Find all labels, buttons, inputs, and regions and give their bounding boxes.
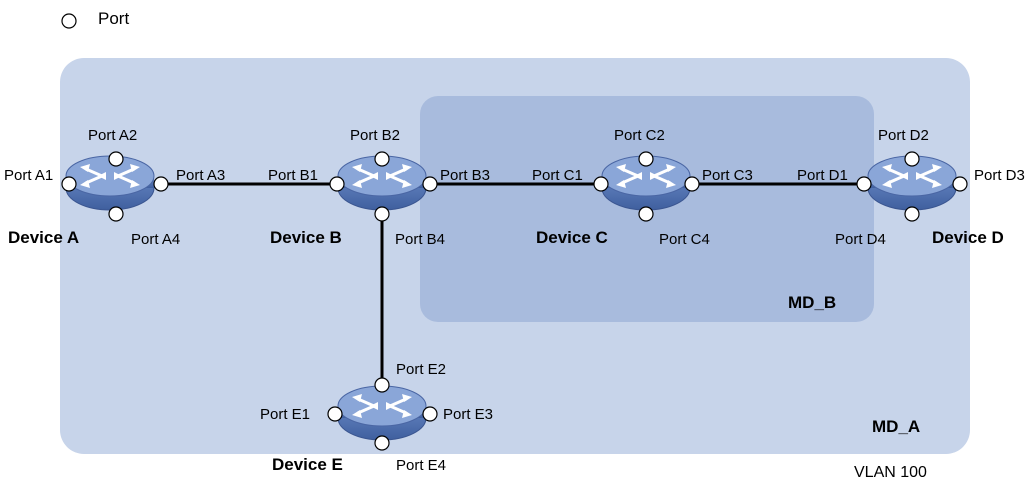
- device-d[interactable]: [856, 151, 968, 222]
- port-a3-label: Port A3: [176, 167, 225, 184]
- device-c-name: Device C: [536, 228, 608, 247]
- port-d4-label: Port D4: [835, 231, 886, 248]
- port-circle-icon: [108, 206, 124, 222]
- port-circle-icon: [593, 176, 609, 192]
- vlan-label: VLAN 100: [854, 464, 927, 481]
- port-d2-label: Port D2: [878, 127, 929, 144]
- port-d3-label: Port D3: [974, 167, 1025, 184]
- port-b1-label: Port B1: [268, 167, 318, 184]
- device-e[interactable]: [327, 377, 438, 451]
- port-e2-label: Port E2: [396, 361, 446, 378]
- port-circle-icon: [374, 151, 390, 167]
- port-circle-icon: [422, 176, 438, 192]
- legend-port-circle-icon: [61, 13, 77, 29]
- port-d1-label: Port D1: [797, 167, 848, 184]
- device-b-name: Device B: [270, 228, 342, 247]
- port-b3-label: Port B3: [440, 167, 490, 184]
- port-c1-label: Port C1: [532, 167, 583, 184]
- md-b-label: MD_B: [788, 293, 836, 312]
- port-a4-label: Port A4: [131, 231, 180, 248]
- port-c3-label: Port C3: [702, 167, 753, 184]
- port-circle-icon: [952, 176, 968, 192]
- port-c4-label: Port C4: [659, 231, 710, 248]
- port-circle-icon: [684, 176, 700, 192]
- port-a1-label: Port A1: [4, 167, 53, 184]
- port-circle-icon: [904, 206, 920, 222]
- port-e1-label: Port E1: [260, 406, 310, 423]
- legend-port-label: Port: [98, 9, 129, 28]
- port-circle-icon: [422, 406, 438, 422]
- md-a-label: MD_A: [872, 417, 920, 436]
- device-d-name: Device D: [932, 228, 1004, 247]
- port-e3-label: Port E3: [443, 406, 493, 423]
- port-circle-icon: [327, 406, 343, 422]
- port-circle-icon: [638, 206, 654, 222]
- device-b[interactable]: [329, 151, 438, 222]
- links: [160, 182, 862, 382]
- port-circle-icon: [61, 176, 77, 192]
- port-b2-label: Port B2: [350, 127, 400, 144]
- switch-icon: [336, 384, 428, 442]
- port-circle-icon: [108, 151, 124, 167]
- device-c[interactable]: [593, 151, 700, 222]
- port-circle-icon: [374, 435, 390, 451]
- switch-icon: [64, 154, 156, 212]
- device-e-name: Device E: [272, 455, 343, 474]
- port-circle-icon: [153, 176, 169, 192]
- port-circle-icon: [374, 206, 390, 222]
- port-circle-icon: [374, 377, 390, 393]
- port-e4-label: Port E4: [396, 457, 446, 474]
- port-a2-label: Port A2: [88, 127, 137, 144]
- port-circle-icon: [329, 176, 345, 192]
- port-c2-label: Port C2: [614, 127, 665, 144]
- port-circle-icon: [638, 151, 654, 167]
- port-circle-icon: [856, 176, 872, 192]
- port-circle-icon: [904, 151, 920, 167]
- device-a[interactable]: [61, 151, 169, 222]
- port-b4-label: Port B4: [395, 231, 445, 248]
- device-a-name: Device A: [8, 228, 79, 247]
